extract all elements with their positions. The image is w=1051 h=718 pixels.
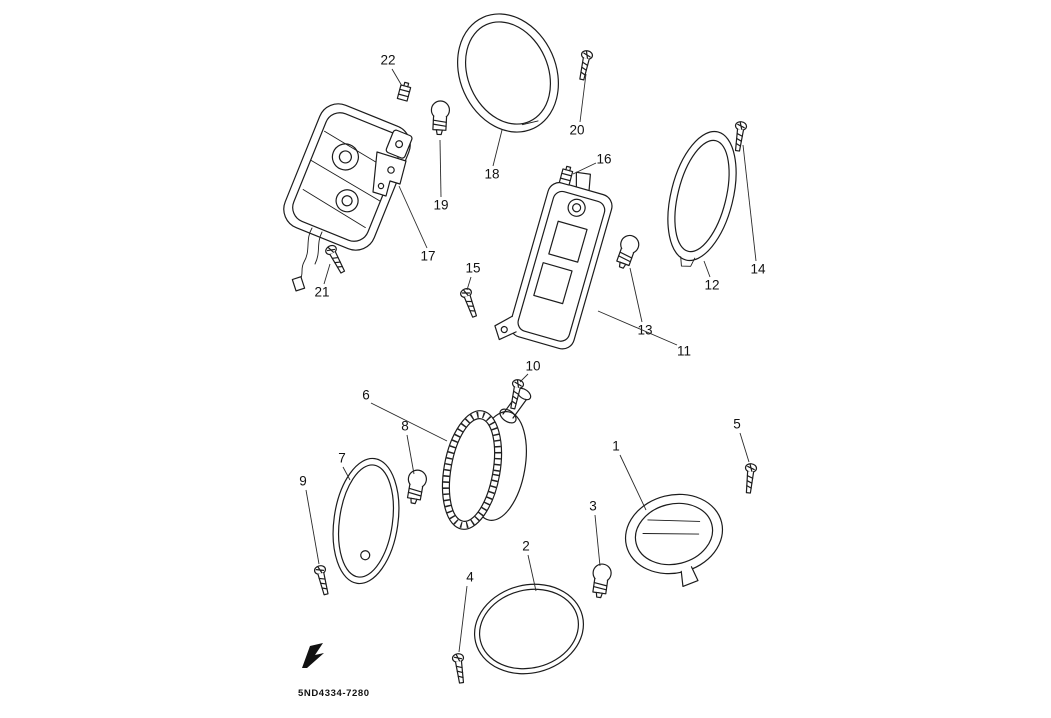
bulb-13-drawing	[612, 232, 642, 272]
leader-line-8	[406, 434, 415, 475]
leader-line-7	[342, 466, 351, 481]
callout-13: 13	[637, 323, 652, 338]
bulb-holder-bracket-drawing	[372, 151, 407, 197]
gasket-drawing	[441, 410, 503, 530]
leader-line-1	[619, 454, 647, 511]
screw-4-drawing	[451, 652, 468, 685]
leader-line-19	[439, 139, 442, 198]
bottom-lens-drawing	[473, 583, 585, 675]
clip-16-drawing	[558, 164, 575, 186]
screw-9-drawing	[313, 563, 332, 597]
leader-line-10	[519, 373, 529, 383]
screw-5-drawing	[742, 462, 758, 495]
callout-9: 9	[299, 474, 307, 489]
leader-line-15	[466, 276, 472, 291]
leader-line-6	[370, 402, 448, 442]
leader-line-4	[458, 585, 468, 653]
leader-line-3	[594, 514, 601, 567]
callout-4: 4	[466, 570, 474, 585]
callout-12: 12	[704, 278, 719, 293]
leader-line-9	[305, 489, 320, 565]
callout-1: 1	[612, 439, 620, 454]
leader-line-11	[597, 310, 678, 346]
callout-6: 6	[362, 388, 370, 403]
bulb-19-drawing	[429, 99, 451, 136]
screw-20-drawing	[575, 49, 594, 82]
leader-line-12	[703, 260, 711, 278]
bulb-3-drawing	[589, 562, 613, 600]
callout-11: 11	[677, 344, 691, 359]
callout-22: 22	[380, 53, 395, 68]
leader-line-18	[492, 129, 503, 167]
callout-15: 15	[465, 261, 480, 276]
leader-line-21	[323, 263, 331, 285]
leader-line-2	[527, 554, 537, 592]
housing-assembly-drawing	[283, 103, 413, 292]
callout-8: 8	[401, 419, 409, 434]
right-lens-drawing	[667, 130, 737, 267]
screw-14-drawing	[731, 120, 748, 153]
bulb-8-drawing	[403, 468, 429, 506]
clip-22-drawing	[396, 80, 413, 102]
screw-15-drawing	[458, 286, 481, 319]
callout-5: 5	[733, 417, 741, 432]
part-code: 5ND4334-7280	[298, 688, 370, 699]
callout-17: 17	[420, 249, 435, 264]
callout-16: 16	[596, 152, 611, 167]
leader-line-20	[579, 73, 587, 123]
callout-18: 18	[484, 167, 499, 182]
callout-2: 2	[522, 539, 530, 554]
leader-line-22	[391, 68, 403, 87]
screw-21-drawing	[323, 243, 349, 276]
callout-19: 19	[433, 198, 448, 213]
callout-14: 14	[750, 262, 766, 277]
callout-20: 20	[569, 123, 584, 138]
leader-line-16	[572, 162, 597, 175]
left-lower-lens-drawing	[332, 457, 400, 585]
leader-line-14	[742, 144, 757, 262]
top-lens-drawing	[457, 13, 559, 133]
middle-bracket-drawing	[494, 171, 613, 350]
callout-21: 21	[314, 285, 329, 300]
callout-3: 3	[589, 499, 597, 514]
leader-line-13	[629, 267, 643, 323]
ring-lens-drawing	[624, 493, 724, 587]
brand-arrow-logo	[302, 643, 324, 668]
callout-10: 10	[525, 359, 540, 374]
leader-line-5	[739, 432, 750, 463]
callout-7: 7	[338, 451, 346, 466]
center-housing-drawing	[441, 387, 532, 530]
leader-line-17	[398, 185, 428, 249]
